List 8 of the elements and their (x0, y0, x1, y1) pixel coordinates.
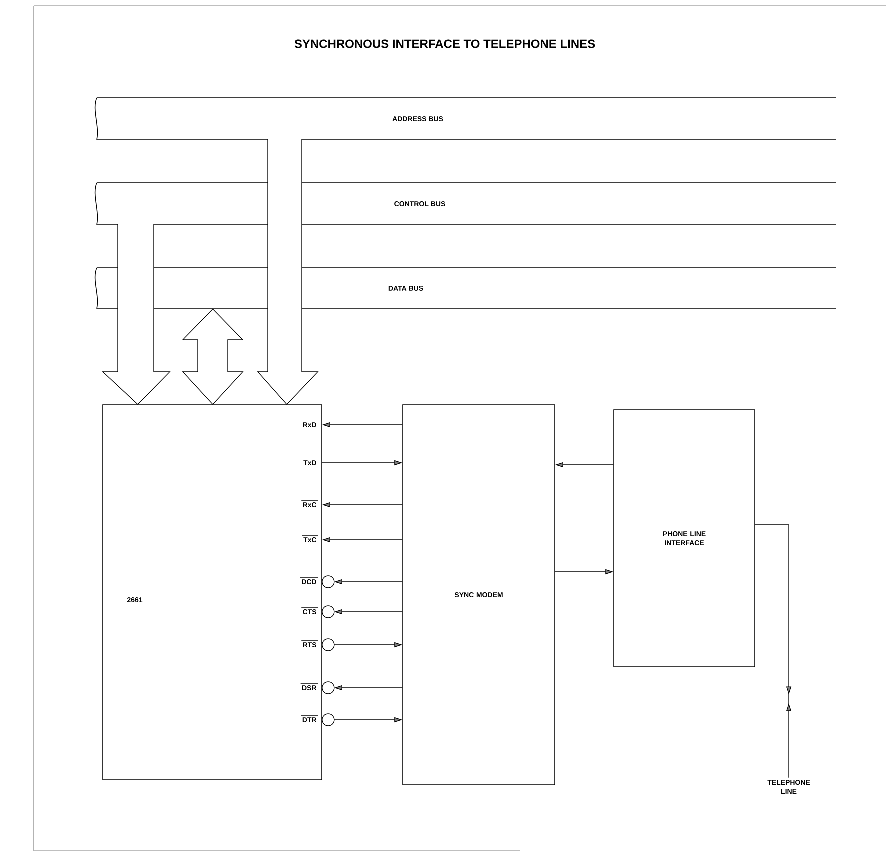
bus-arrow (182, 308, 244, 406)
bus-arrow (257, 138, 319, 406)
signal-arrow (322, 576, 403, 588)
line-arrow (755, 524, 792, 778)
title: SYNCHRONOUS INTERFACE TO TELEPHONE LINES (294, 40, 596, 48)
bus-arrow (102, 224, 171, 406)
signal-arrow (322, 682, 403, 694)
signal-arrow (322, 606, 403, 618)
